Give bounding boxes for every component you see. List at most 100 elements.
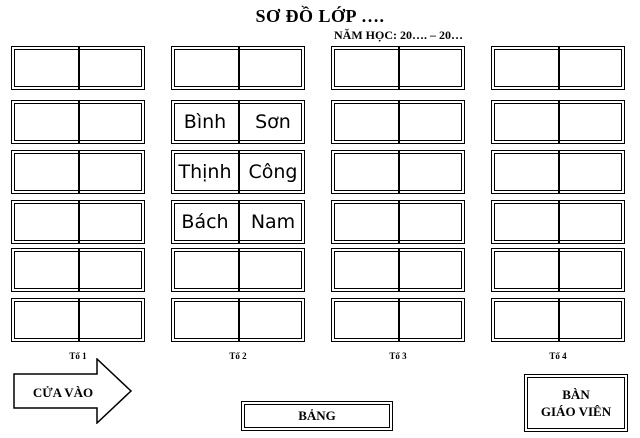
desk-divider [78,151,80,193]
desk [171,248,305,292]
desk [11,298,145,342]
seat-right [240,47,306,89]
desk [11,100,145,144]
desk-divider [78,47,80,89]
desk: Thịnh Công [171,150,305,194]
desk [11,248,145,292]
seat-right [400,101,466,143]
seat-left [332,151,398,193]
seat-right [400,47,466,89]
blackboard: BẢNG [241,401,393,431]
seat-left [12,299,78,341]
desk-divider [238,101,240,143]
seat-right [240,299,306,341]
desk-divider [558,101,560,143]
desk-divider [558,201,560,243]
desk-divider [558,299,560,341]
seat-left [492,249,558,291]
desk [491,200,625,244]
seat-right [560,249,626,291]
seat-left [12,47,78,89]
desk-divider [398,201,400,243]
desk-divider [238,299,240,341]
seat-right: Công [248,161,298,183]
desk [11,200,145,244]
teacher-desk: BÀN GIÁO VIÊN [524,374,628,432]
seat-right: Nam [250,211,296,233]
desk-divider [238,47,240,89]
seat-left: Thịnh [178,161,232,183]
seat-left [492,201,558,243]
seat-right [80,151,146,193]
seat-left [172,249,238,291]
desk-divider [558,151,560,193]
desk [171,46,305,90]
desk-divider [398,47,400,89]
seat-left [12,101,78,143]
seat-left [12,201,78,243]
seat-right [400,249,466,291]
seat-left [172,299,238,341]
seat-right [80,201,146,243]
seat-left [332,249,398,291]
seat-left: Bình [183,111,227,133]
desk-divider [398,151,400,193]
seat-right [400,299,466,341]
seat-left [12,151,78,193]
desk [491,248,625,292]
seat-right [560,151,626,193]
desk [331,200,465,244]
teacher-desk-line2: GIÁO VIÊN [540,404,612,419]
desk: Bình Sơn [171,100,305,144]
seat-left [12,249,78,291]
desk-divider [238,201,240,243]
desk [491,150,625,194]
seat-right [80,249,146,291]
teacher-desk-line1: BÀN [562,387,590,402]
group-label: Tổ 2 [229,351,247,361]
desk-divider [398,249,400,291]
seat-right [80,47,146,89]
seat-right [80,299,146,341]
seat-left: Bách [181,211,229,233]
group-label: Tổ 3 [389,351,407,361]
page-title: SƠ ĐỒ LỚP …. [255,6,385,26]
seat-left [492,151,558,193]
seat-right [560,201,626,243]
seat-left [492,101,558,143]
desk [171,298,305,342]
desk [491,100,625,144]
desk-divider [558,47,560,89]
seat-left [332,299,398,341]
desk-divider [398,101,400,143]
desk [11,46,145,90]
desk-divider [78,299,80,341]
entrance-arrow-icon [13,358,133,424]
seat-left [492,47,558,89]
seat-right [400,201,466,243]
entrance-label: CỬA VÀO [32,385,94,400]
group-label: Tổ 4 [549,351,567,361]
desk [491,298,625,342]
desk [331,150,465,194]
desk: Bách Nam [171,200,305,244]
seat-right [400,151,466,193]
desk-divider [238,249,240,291]
seat-left [492,299,558,341]
seat-right [80,101,146,143]
seat-right [560,47,626,89]
desk [11,150,145,194]
desk-divider [558,249,560,291]
desk-divider [78,201,80,243]
seat-right [560,101,626,143]
seat-left [332,201,398,243]
desk-divider [78,101,80,143]
seat-right [240,249,306,291]
desk [331,298,465,342]
school-year-label: NĂM HỌC: 20…. – 20… [334,28,463,42]
desk-divider [78,249,80,291]
seat-right: Sơn [255,111,291,133]
desk [491,46,625,90]
desk-divider [238,151,240,193]
group-label: Tổ 1 [69,351,87,361]
